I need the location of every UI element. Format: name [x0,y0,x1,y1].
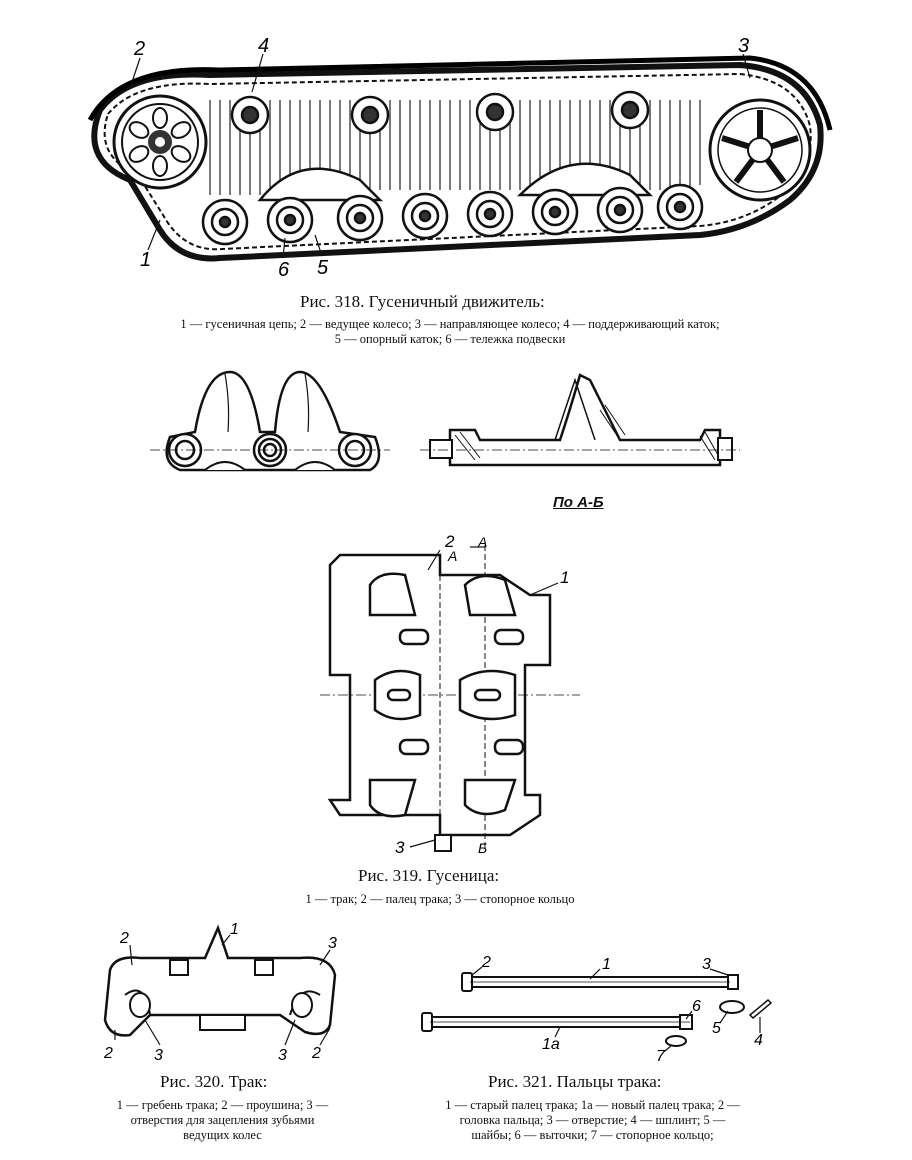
callout-a-right: А [477,535,487,550]
fig320-title: Рис. 320. Трак: [160,1072,268,1091]
callout-4: 4 [258,35,269,57]
road-wheel [201,198,249,246]
fig319-title: Рис. 319. Гусеница: [358,866,500,885]
new-track-pin [421,1012,693,1032]
support-roller [475,92,515,132]
callout-1: 1 [140,249,151,271]
section-label: По А-Б [553,494,604,511]
road-wheel [266,196,314,244]
fig321-legend-line2: головка пальца; 3 — отверстие; 4 — шплин… [459,1113,726,1127]
fig318-legend: 1 — гусеничная цепь; 2 — ведущее колесо;… [60,317,840,347]
callout-2-bottom-left: 2 [103,1045,113,1062]
fig318-legend-line1: 1 — гусеничная цепь; 2 — ведущее колесо;… [180,317,720,331]
callout-b: Б [478,840,487,856]
callout-3-top-right: 3 [328,935,337,952]
cotter-pin [748,998,773,1020]
old-track-pin [461,972,739,992]
callout-4: 4 [754,1032,763,1049]
support-roller [610,90,650,130]
callout-5: 5 [317,257,329,279]
lock-ring [665,1035,687,1047]
callout-1: 1 [602,956,611,973]
fig318-title: Рис. 318. Гусеничный движитель: [300,292,545,311]
road-wheel [401,192,449,240]
support-roller [230,95,270,135]
callout-2: 2 [444,535,455,551]
track-link-side-view [150,370,390,472]
road-wheel [531,188,579,236]
fig321-title: Рис. 321. Пальцы трака: [488,1072,662,1091]
road-wheel [656,183,704,231]
callout-2: 2 [133,38,145,60]
callout-3: 3 [702,956,711,973]
track-link-section-view [420,373,740,467]
fig320-legend-line1: 1 — гребень трака; 2 — проушина; 3 — [116,1098,329,1112]
callout-7: 7 [656,1048,666,1065]
fig319-legend: 1 — трак; 2 — палец трака; 3 — стопорное… [305,892,575,906]
callout-2-bottom-right: 2 [311,1045,321,1062]
support-roller [350,95,390,135]
callout-6: 6 [278,259,290,281]
fig320-legend: 1 — гребень трака; 2 — проушина; 3 — отв… [85,1098,360,1143]
callout-5: 5 [712,1020,721,1037]
fig321-legend-line1: 1 — старый палец трака; 1а — новый палец… [445,1098,740,1112]
track-pins-drawing: 2 1 3 6 5 4 1а 7 [421,955,773,1065]
fig321-legend-line3: шайбы; 6 — выточки; 7 — стопорное кольцо… [471,1128,714,1142]
suspension-bogie [257,167,384,202]
fig320-legend-line3: ведущих колес [183,1128,262,1142]
callout-2: 2 [481,955,491,971]
callout-1a: 1а [542,1036,560,1053]
callout-3-bottom-right: 3 [278,1047,287,1064]
fig320-legend-line2: отверстия для зацепления зубьями [130,1113,315,1127]
road-wheel [596,186,644,234]
fig318-legend-line2: 5 — опорный каток; 6 — тележка подвески [334,332,566,346]
callout-a-left: А [447,548,457,564]
drive-sprocket-wheel [112,94,208,190]
callout-1: 1 [560,568,569,587]
callout-1: 1 [230,921,239,938]
track-chain-outline [91,61,824,262]
idler-wheel [708,98,812,202]
track-propulsion-drawing: 2 4 3 1 6 5 [87,35,833,281]
callout-3: 3 [395,838,405,857]
road-wheel [336,194,384,242]
callout-3-bottom-left: 3 [154,1047,163,1064]
road-wheel [466,190,514,238]
washer [719,1000,745,1014]
callout-6: 6 [692,998,701,1015]
callout-3: 3 [738,35,749,57]
callout-2-top-left: 2 [119,930,129,947]
track-plan-view: 1 2 А А 3 Б [320,535,580,857]
track-link-drawing: 1 2 3 2 3 3 2 [103,921,337,1064]
fig321-legend: 1 — старый палец трака; 1а — новый палец… [405,1098,780,1143]
